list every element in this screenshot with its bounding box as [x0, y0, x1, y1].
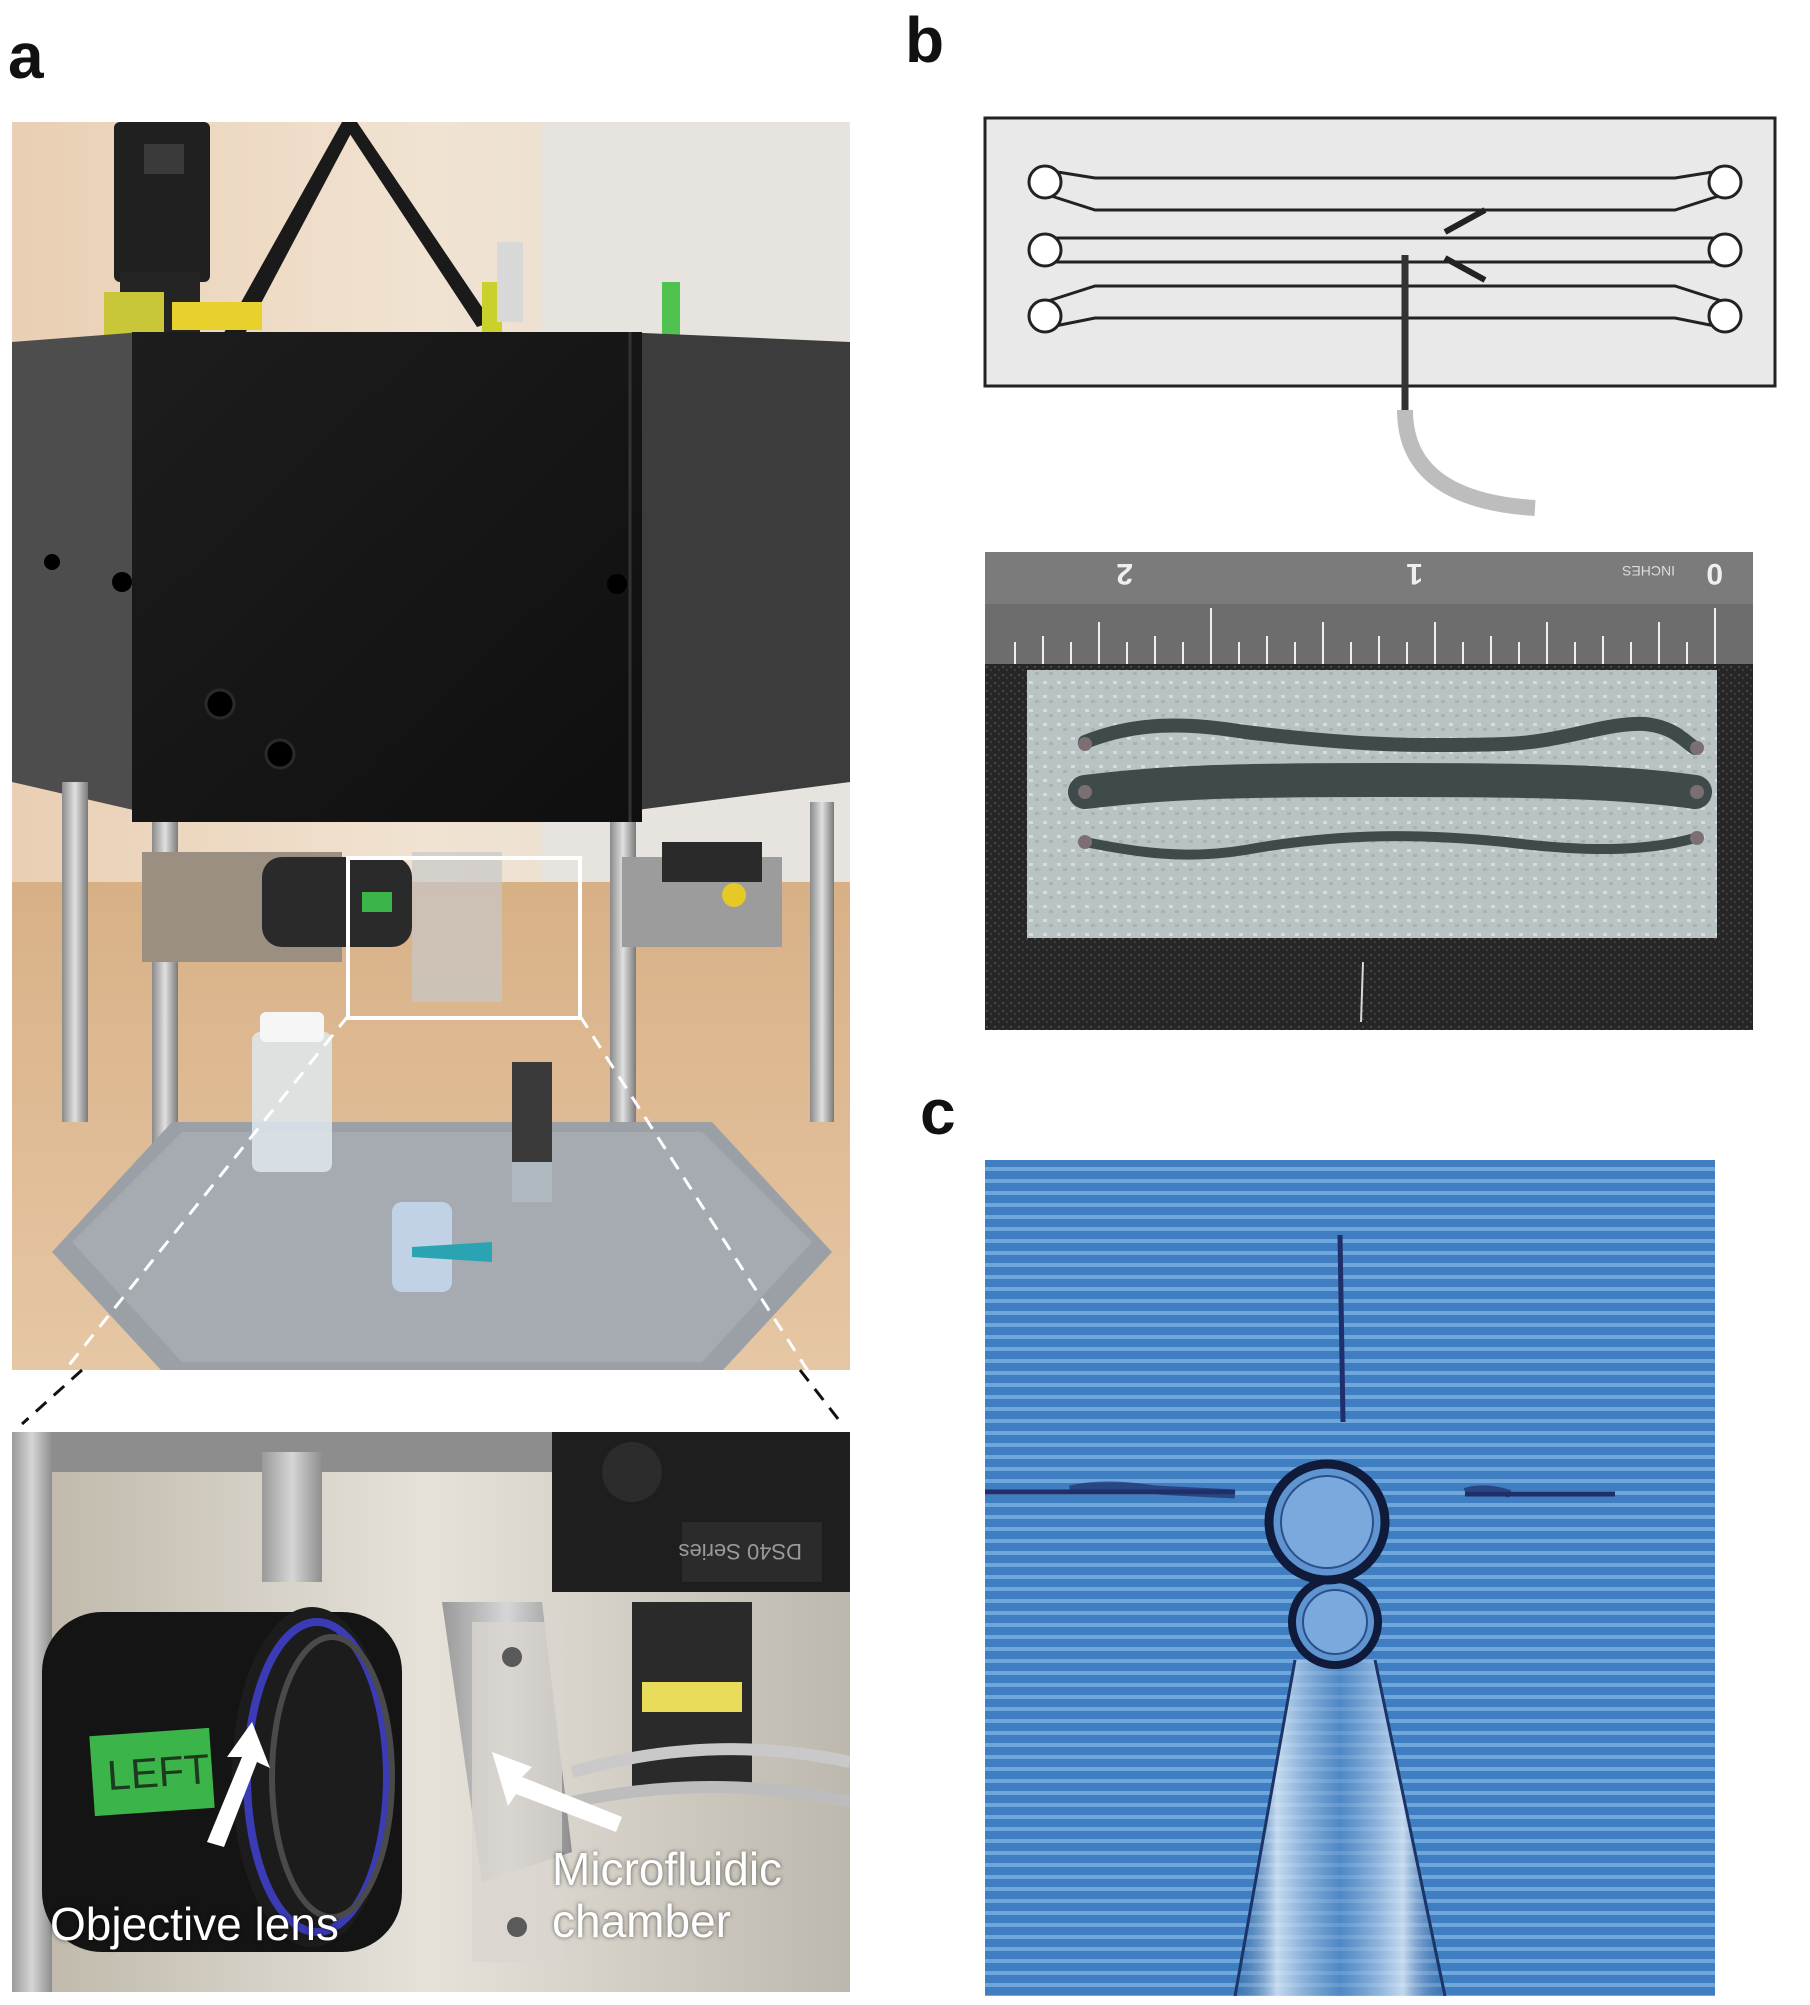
rig-series-label: DS40 Series	[678, 1539, 802, 1564]
zoom-inset-photo: DS40 Series LEFT Objective lens Microflu…	[12, 1432, 850, 1992]
ruler-mark-0: 0	[1706, 557, 1723, 590]
microfluidic-chamber-label-2: chamber	[552, 1895, 731, 1947]
instrument-photo	[12, 122, 850, 1370]
ruler-mark-2: 2	[1116, 557, 1133, 590]
panel-label-a: a	[8, 20, 44, 92]
panel-label-b: b	[905, 4, 945, 76]
ruler-mark-1: 1	[1406, 557, 1423, 590]
objective-lens-label: Objective lens	[50, 1898, 339, 1950]
microfluidic-chamber-label-1: Microfluidic	[552, 1843, 783, 1895]
chip-schematic	[975, 110, 1790, 530]
panel-label-c: c	[920, 1076, 956, 1148]
ruler-unit: INCHES	[1622, 563, 1675, 579]
microscope-view	[985, 1160, 1715, 1996]
chip-photo: 2 1 0 INCHES	[985, 552, 1753, 1030]
lens-tag-text: LEFT	[106, 1745, 212, 1799]
